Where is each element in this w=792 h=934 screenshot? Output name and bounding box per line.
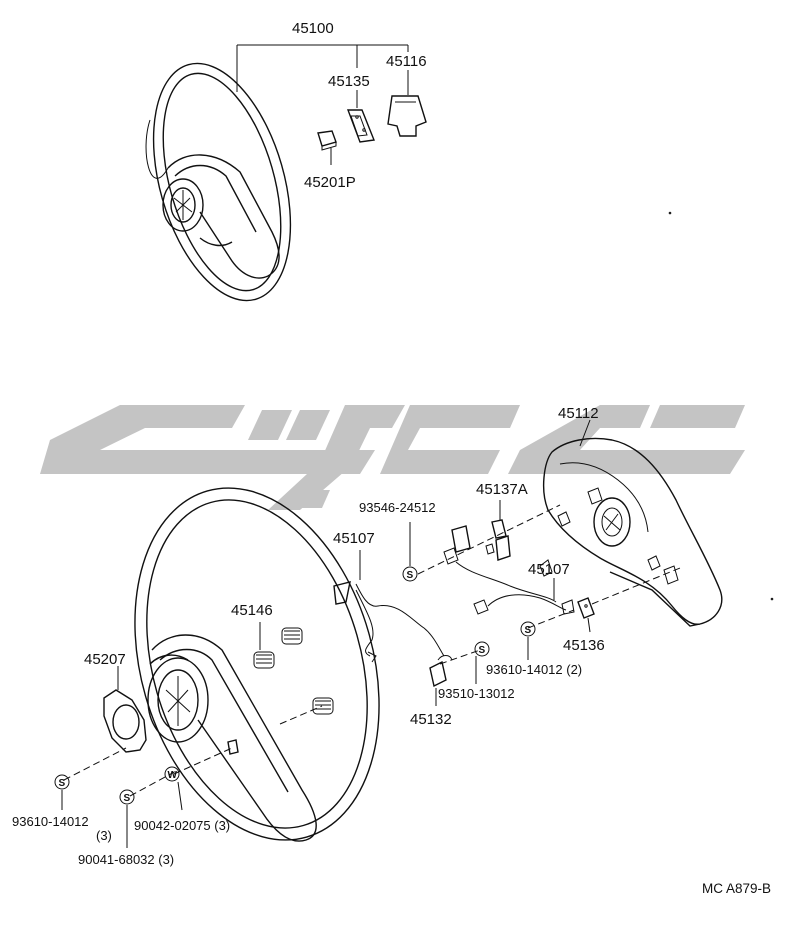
label-45201P: 45201P [304,174,356,191]
lead-wire-upper-45137A [443,500,557,603]
emblem-45135 [346,90,375,143]
label-45107-right: 45107 [528,561,570,578]
screw-symbol-bottom: S [119,789,135,848]
svg-text:S: S [479,645,486,656]
label-45137A: 45137A [476,481,528,498]
label-93610-14012-2: 93610-14012 (2) [486,662,582,677]
label-90041-68032: 90041-68032 (3) [78,852,174,867]
svg-text:S: S [59,778,66,789]
svg-text:S: S [407,570,414,581]
label-45100: 45100 [292,20,334,37]
screw-symbol-plate: S [54,774,70,810]
callout-45100 [236,44,409,92]
svg-text:W: W [168,770,178,781]
lead-wire-left-45107 [333,550,445,663]
screw-symbol-upper: S [402,522,418,582]
svg-text:S: S [525,625,532,636]
pad-45116 [387,70,427,137]
label-93610-14012-plate: 93610-14012 [12,814,89,829]
label-93546-24512: 93546-24512 [359,500,436,515]
label-45112: 45112 [558,405,599,422]
contact-plate-45207 [103,666,147,753]
bracket-lower-45132 [429,655,453,706]
lower-steering-wheel [134,487,380,842]
screw-symbol-mid: S [474,641,490,684]
stray-dot-1 [668,211,672,215]
nut-45201P [317,130,337,165]
label-45146: 45146 [231,602,273,619]
cover-45112 [539,419,723,627]
label-45132: 45132 [410,711,452,728]
svg-text:S: S [124,793,131,804]
label-45107-left: 45107 [333,530,375,547]
label-45207: 45207 [84,651,126,668]
label-93610-14012-qty: (3) [96,828,112,843]
spring-2 [281,627,303,645]
reference-code: MC A879-B [702,881,771,896]
screw-symbol-right: S [520,621,536,660]
label-45136: 45136 [563,637,605,654]
label-90042-02075: 90042-02075 (3) [134,818,230,833]
label-93510-13012: 93510-13012 [438,686,515,701]
bracket-right-45136 [577,597,595,633]
label-45116: 45116 [386,53,427,70]
spring-1 [253,651,275,669]
stray-dot-2 [770,597,774,601]
upper-steering-wheel [145,62,292,302]
spring-3 [312,697,334,715]
lead-wire-right-45107 [473,578,575,615]
springs-45146 [253,622,334,715]
watermark-logo [40,405,745,510]
washer-symbol: W [164,766,183,811]
label-45135: 45135 [328,73,370,90]
